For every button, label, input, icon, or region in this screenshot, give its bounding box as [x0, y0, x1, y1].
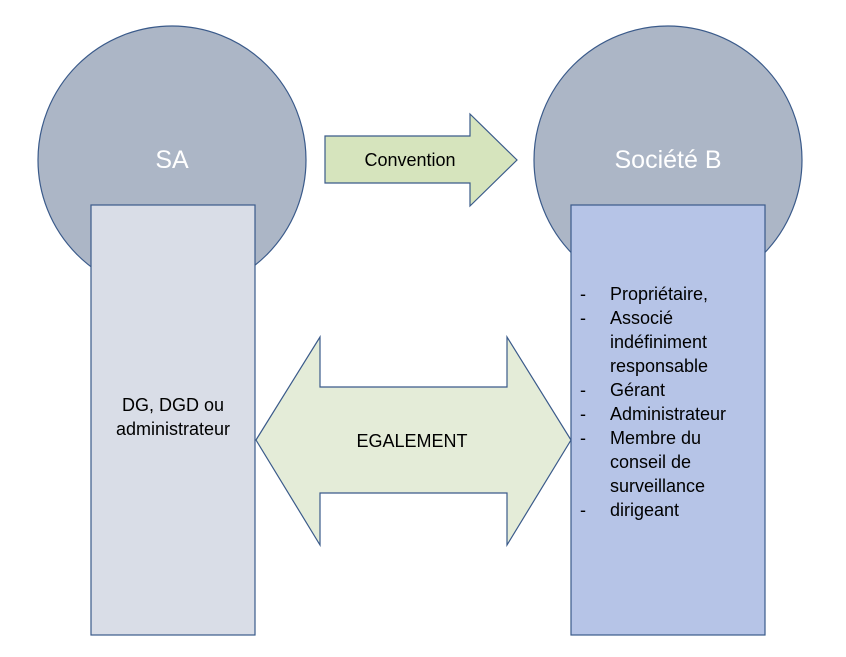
sa-box-text: DG, DGD ou administrateur — [92, 393, 254, 441]
societe-b-roles-list: Propriétaire, Associé indéfiniment respo… — [572, 282, 762, 522]
list-item: Membre du conseil de surveillance — [572, 426, 762, 498]
egalement-label: EGALEMENT — [356, 431, 467, 451]
egalement-double-arrow — [255, 334, 572, 548]
list-item: Administrateur — [572, 402, 762, 426]
sa-box — [90, 204, 256, 636]
sa-circle-label: SA — [155, 146, 189, 174]
list-item: Gérant — [572, 378, 762, 402]
list-item: Propriétaire, — [572, 282, 762, 306]
sa-box-line: DG, DGD ou — [121, 395, 225, 415]
list-item: Associé indéfiniment responsable — [572, 306, 762, 378]
sa-box-line: administrateur — [115, 419, 231, 439]
convention-arrow — [324, 112, 518, 208]
list-item: dirigeant — [572, 498, 762, 522]
societe-b-circle-label: Société B — [614, 146, 721, 174]
convention-label: Convention — [364, 150, 455, 170]
